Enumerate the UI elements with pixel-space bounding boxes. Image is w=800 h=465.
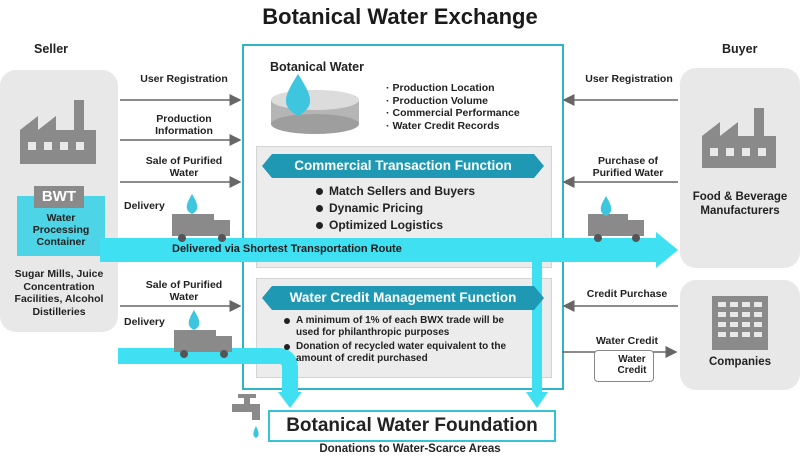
truck-icon-2 [174, 310, 232, 358]
buyer-factory-icon [702, 108, 776, 168]
truck-icon-1 [172, 194, 230, 242]
commercial-ribbon: Commercial Transaction Function [262, 154, 544, 178]
faucet-icon [232, 394, 260, 438]
factory-icon [20, 100, 96, 164]
bw-item-volume: Production Volume [386, 95, 546, 108]
commercial-down-arrowhead [526, 392, 548, 408]
delivery-2-flow [118, 348, 298, 392]
credit-list: A minimum of 1% of each BWX trade will b… [284, 315, 524, 365]
truck-icon-3 [588, 196, 644, 242]
water-tank-icon [271, 90, 359, 134]
credit-item: A minimum of 1% of each BWX trade will b… [284, 315, 524, 339]
buyer-heading: Buyer [722, 42, 758, 56]
route-band [100, 238, 656, 262]
label-sale-purified-2: Sale of Purified Water [145, 279, 223, 303]
foundation-caption: Donations to Water-Scarce Areas [319, 443, 501, 455]
commercial-item: Optimized Logistics [316, 217, 536, 234]
container-label: Water Processing Container [32, 212, 90, 248]
bwt-badge: BWT [34, 186, 84, 208]
bw-item-location: Production Location [386, 82, 546, 95]
office-building-icon [712, 296, 768, 350]
water-credit-badge-text: Water Credit [617, 354, 647, 376]
bw-item-credit-records: Water Credit Records [386, 120, 546, 133]
commercial-item: Dynamic Pricing [316, 200, 536, 217]
water-credit-badge: Water Credit [594, 350, 654, 382]
label-user-registration-right: User Registration [585, 73, 673, 85]
label-delivery-1: Delivery [124, 200, 165, 212]
route-arrowhead [656, 232, 678, 268]
commercial-down-flow [532, 262, 542, 392]
botanical-water-heading: Botanical Water [270, 60, 365, 74]
label-water-credit: Water Credit [595, 335, 659, 347]
commercial-item: Match Sellers and Buyers [316, 183, 536, 200]
label-user-registration-left: User Registration [140, 73, 228, 85]
label-sale-purified-1: Sale of Purified Water [145, 155, 223, 179]
food-beverage-label: Food & Beverage Manufacturers [692, 191, 788, 217]
label-purchase-purified: Purchase of Purified Water [592, 155, 664, 179]
foundation-box: Botanical Water Foundation [268, 410, 556, 442]
botanical-water-list: Production Location Production Volume Co… [386, 82, 546, 132]
companies-label: Companies [709, 356, 771, 368]
credit-ribbon: Water Credit Management Function [262, 286, 544, 310]
bw-item-performance: Commercial Performance [386, 107, 546, 120]
credit-item: Donation of recycled water equivalent to… [284, 341, 524, 365]
commercial-list: Match Sellers and Buyers Dynamic Pricing… [316, 183, 536, 234]
label-production-information: Production Information [155, 113, 213, 137]
seller-sources: Sugar Mills, Juice Concentration Facilit… [14, 268, 104, 318]
label-credit-purchase: Credit Purchase [586, 288, 668, 300]
label-delivery-2: Delivery [124, 316, 165, 328]
page-title: Botanical Water Exchange [262, 4, 538, 29]
route-label: Delivered via Shortest Transportation Ro… [172, 243, 402, 255]
seller-heading: Seller [34, 42, 69, 56]
water-drop-icon [285, 74, 311, 116]
delivery-2-arrowhead [278, 392, 302, 408]
